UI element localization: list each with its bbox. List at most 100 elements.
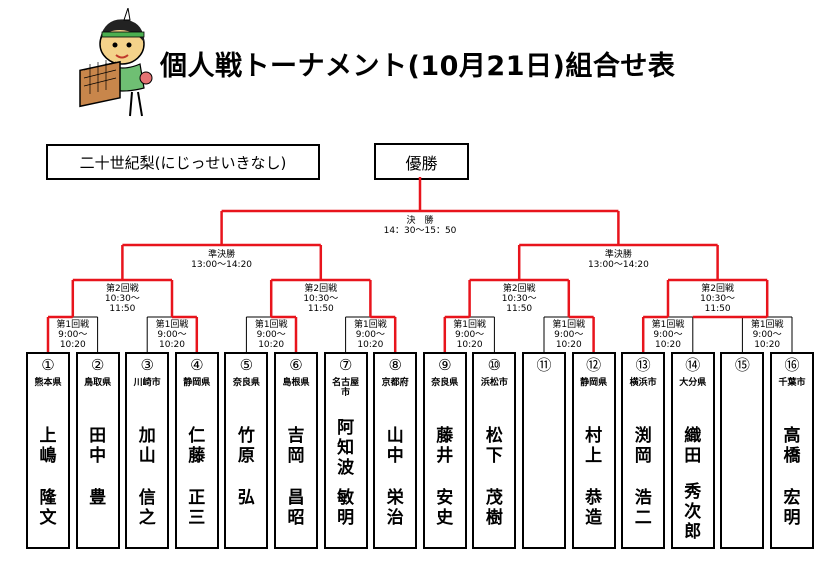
player-surname: 吉岡 xyxy=(287,426,305,466)
champion-label: 優勝 xyxy=(405,153,438,173)
round-label-line: 10:20 xyxy=(456,340,483,350)
round-label-line: 第1回戦 xyxy=(453,320,486,330)
player-given-name: 恭造 xyxy=(585,488,603,528)
player-given-name: 栄治 xyxy=(386,488,404,528)
round-label-line: 10:30〜 xyxy=(303,294,339,304)
round-label-line: 11:50 xyxy=(704,304,731,314)
player-number: ⑦ xyxy=(338,356,353,374)
player-number: ⑯ xyxy=(784,356,800,374)
player-box: ⑤ 奈良県竹原弘 xyxy=(224,352,269,549)
round-label-line: 10:20 xyxy=(59,340,86,350)
round-label-line: 第1回戦 xyxy=(254,320,288,330)
player-prefecture: 奈良県 xyxy=(431,378,459,388)
round-label-line: 第2回戦 xyxy=(502,284,536,294)
round-label-line: 第1回戦 xyxy=(155,320,189,330)
player-number: ② xyxy=(90,356,105,374)
player-number: ⑨ xyxy=(438,356,452,374)
round-label-line: 第1回戦 xyxy=(354,320,387,330)
player-number: ⑫ xyxy=(586,356,602,374)
player-prefecture: 名古屋市 xyxy=(332,378,360,398)
player-box: ⑫ 静岡県村上恭造 xyxy=(571,352,616,549)
player-surname: 加山 xyxy=(138,426,156,466)
round-label-line: 準決勝 xyxy=(208,250,236,260)
player-number: ⑭ xyxy=(685,356,701,374)
player-prefecture: 京都府 xyxy=(381,378,409,388)
player-box: ⑧ 京都府山中栄治 xyxy=(373,352,418,549)
round-label-line: 9:00〜 xyxy=(157,330,187,340)
round-label-line: 第1回戦 xyxy=(552,320,586,330)
player-given-name: 弘 xyxy=(237,488,255,508)
round-label-line: 10:30〜 xyxy=(700,294,736,304)
player-given-name: 茂樹 xyxy=(485,488,503,528)
round-label-line: 10:30〜 xyxy=(104,294,140,304)
round-label-line: 10:20 xyxy=(555,340,582,350)
player-given-name: 隆文 xyxy=(39,488,57,528)
round-label-line: 9:00〜 xyxy=(752,330,782,340)
champion-box: 優勝 xyxy=(374,143,469,180)
page-title: 個人戦トーナメント(10月21日)組合せ表 xyxy=(160,51,676,82)
player-box: ⑮ xyxy=(720,352,765,549)
player-given-name: 秀次郎 xyxy=(684,482,702,542)
round-label-line: 10:20 xyxy=(655,340,681,350)
player-number: ⑧ xyxy=(388,356,402,374)
player-number: ① xyxy=(41,356,55,374)
player-given-name: 信之 xyxy=(138,488,156,528)
round-label-line: 14：30〜15：50 xyxy=(383,226,457,236)
player-prefecture: 浜松市 xyxy=(480,378,508,388)
round-label-line: 10:20 xyxy=(357,340,384,350)
player-prefecture: 静岡県 xyxy=(580,378,608,388)
round-label-line: 13:00〜14:20 xyxy=(191,260,253,270)
round-label-line: 10:20 xyxy=(258,340,285,350)
mascot-illustration xyxy=(79,8,153,117)
round-label-line: 10:30〜 xyxy=(501,294,537,304)
player-number: ⑩ xyxy=(487,356,502,374)
player-prefecture: 奈良県 xyxy=(232,378,260,388)
player-prefecture: 横浜市 xyxy=(629,378,657,388)
player-given-name: 豊 xyxy=(89,488,107,508)
player-number: ⑤ xyxy=(239,356,254,374)
player-prefecture: 川崎市 xyxy=(133,378,161,388)
player-given-name: 安史 xyxy=(436,488,454,528)
player-number: ⑮ xyxy=(734,356,750,374)
player-surname: 竹原 xyxy=(237,426,255,466)
player-surname: 渕岡 xyxy=(634,426,652,466)
player-prefecture: 千葉市 xyxy=(778,378,806,388)
player-surname: 田中 xyxy=(89,426,107,466)
player-number: ④ xyxy=(190,356,204,374)
round-label-line: 9:00〜 xyxy=(554,330,584,340)
round-label-line: 第2回戦 xyxy=(106,284,139,294)
player-number: ⑪ xyxy=(536,356,552,374)
player-surname: 山中 xyxy=(386,426,404,466)
round-label-line: 9:00〜 xyxy=(653,330,683,340)
player-surname: 高橋 xyxy=(783,426,801,466)
round-label-line: 第1回戦 xyxy=(651,320,685,330)
player-box: ⑪ xyxy=(522,352,566,549)
round-label-line: 第2回戦 xyxy=(701,284,734,294)
player-given-name: 浩二 xyxy=(634,488,652,528)
player-surname: 阿知波 xyxy=(337,418,355,478)
player-prefecture: 静岡県 xyxy=(183,378,211,388)
player-surname: 村上 xyxy=(585,426,603,466)
player-surname: 上嶋 xyxy=(39,426,57,466)
round-label-line: 11:50 xyxy=(109,304,136,314)
round-label-line: 決 勝 xyxy=(406,216,434,226)
player-number: ⑥ xyxy=(289,356,303,374)
